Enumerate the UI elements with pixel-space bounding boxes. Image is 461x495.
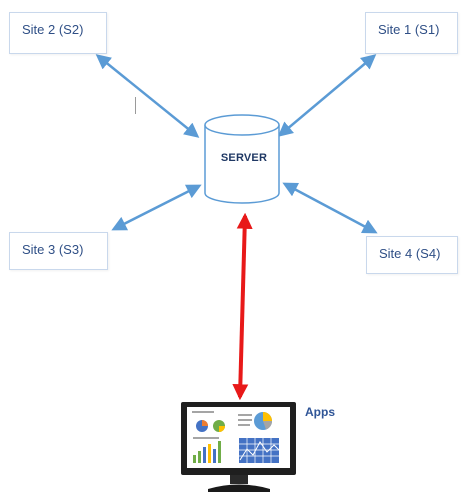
connector-server-site1	[277, 54, 377, 137]
text-cursor-mark	[135, 97, 136, 114]
connector-server-site3	[111, 184, 202, 231]
site-4-box: Site 4 (S4)	[366, 236, 458, 274]
site-1-label: Site 1 (S1)	[378, 22, 440, 37]
server-label: SERVER	[220, 152, 268, 164]
connector-server-apps	[232, 212, 253, 401]
site-3-box: Site 3 (S3)	[9, 232, 108, 270]
monitor-with-charts-icon	[181, 402, 296, 492]
site-3-label: Site 3 (S3)	[22, 242, 84, 257]
server-cylinder-icon	[204, 114, 280, 204]
site-2-box: Site 2 (S2)	[9, 12, 107, 54]
site-4-label: Site 4 (S4)	[379, 246, 441, 261]
connector-server-site2	[95, 54, 200, 138]
connector-server-site4	[282, 182, 378, 234]
site-2-label: Site 2 (S2)	[22, 22, 84, 37]
site-1-box: Site 1 (S1)	[365, 12, 458, 54]
apps-label: Apps	[305, 405, 335, 419]
